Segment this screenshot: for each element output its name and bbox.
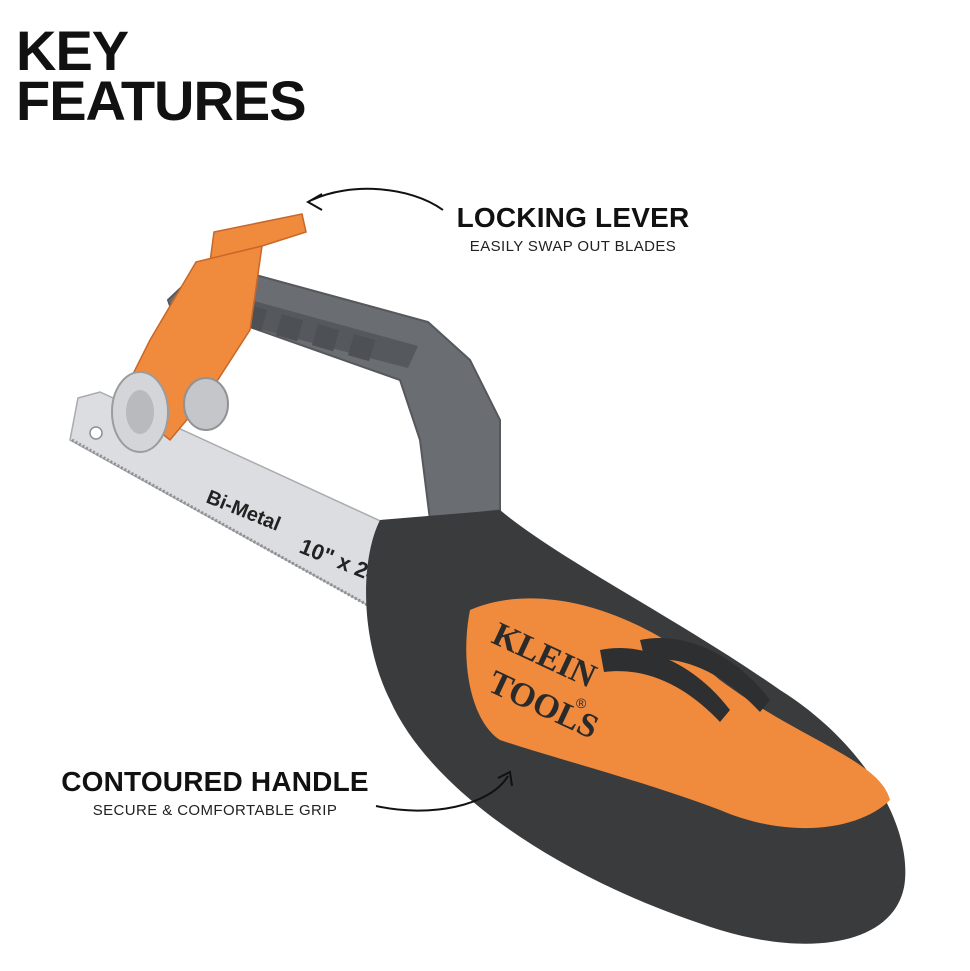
saw-handle: KLEIN TOOLS ® (366, 510, 906, 944)
callout-locking-lever: LOCKING LEVER EASILY SWAP OUT BLADES (448, 202, 698, 255)
callout-locking-lever-title: LOCKING LEVER (456, 202, 690, 233)
lever-arrow (305, 187, 444, 211)
callout-contoured-handle-title: CONTOURED HANDLE (61, 766, 369, 797)
title-line-2: FEATURES (16, 69, 307, 132)
locking-lever (111, 213, 307, 453)
title-line-1: KEY (16, 19, 129, 82)
callout-locking-lever-subtitle: EASILY SWAP OUT BLADES (469, 238, 677, 255)
callout-contoured-handle-subtitle: SECURE & COMFORTABLE GRIP (92, 802, 338, 819)
handle-arrow (375, 770, 513, 812)
page-title: KEY FEATURES (16, 19, 307, 132)
brand-registered-mark: ® (576, 695, 587, 711)
callout-contoured-handle: CONTOURED HANDLE SECURE & COMFORTABLE GR… (50, 766, 380, 819)
